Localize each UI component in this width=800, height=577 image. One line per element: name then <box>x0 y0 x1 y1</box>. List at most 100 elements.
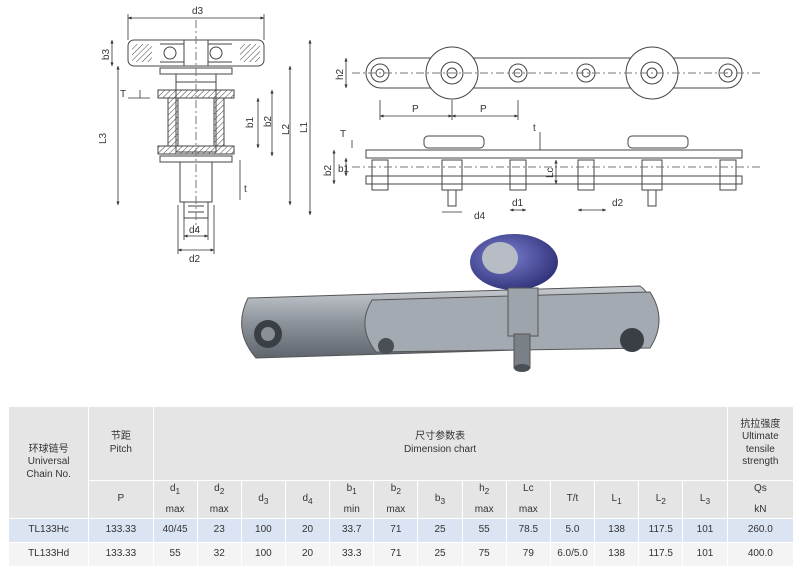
value-cell: 25 <box>417 542 463 567</box>
symbol-text: L <box>655 492 662 504</box>
model-header-cn: 环球链号 <box>28 443 69 455</box>
symbol-text: P <box>117 493 125 505</box>
symbol-text: L <box>611 492 618 504</box>
label-front-T: T <box>340 129 346 140</box>
column-symbol: d4 <box>284 480 331 519</box>
value-cell: 25 <box>417 518 463 543</box>
symbol-subscript: 1 <box>175 485 181 496</box>
symbol-text: b <box>346 482 353 494</box>
model-cell: TL133Hd <box>7 542 90 567</box>
column-symbol: b1 min <box>329 480 375 519</box>
label-b3: b3 <box>101 48 112 60</box>
table-row: TL133Hc 133.33 40/45 23 100 20 33.7 71 2… <box>7 518 795 543</box>
symbol-text: d <box>302 492 308 504</box>
symbol-subscript: 1 <box>352 485 357 496</box>
chain-product-illustration <box>241 234 660 372</box>
label-d3: d3 <box>192 6 204 17</box>
symbol-note: min <box>343 503 360 515</box>
pin-head <box>378 338 394 354</box>
symbol-text: b <box>434 492 441 504</box>
symbol-text: b <box>390 482 397 494</box>
label-pitch-1: P <box>412 104 419 115</box>
label-b1: b1 <box>245 116 256 128</box>
label-front-b1: b1 <box>338 164 350 175</box>
column-symbol: L1 <box>594 480 640 519</box>
column-symbol: L2 <box>638 480 684 519</box>
value-cell: 75 <box>461 542 507 567</box>
symbol-text: Qs <box>753 483 767 494</box>
value-cell: 79 <box>505 542 551 567</box>
value-cell: 71 <box>373 518 419 543</box>
column-symbol: d1 max <box>152 480 198 519</box>
label-d4: d4 <box>189 225 201 236</box>
column-symbol: T/t <box>549 480 596 519</box>
value-cell: 20 <box>284 542 331 567</box>
table-row: TL133Hd 133.33 55 32 100 20 33.3 71 25 7… <box>7 542 795 567</box>
symbol-note: max <box>165 503 185 515</box>
model-header-en1: Universal <box>27 456 70 468</box>
symbol-text: T/t <box>566 493 579 505</box>
symbol-subscript: 3 <box>440 495 446 506</box>
column-symbol: L3 <box>682 480 728 519</box>
pitch-header-cn: 节距 <box>110 431 131 442</box>
label-L1: L1 <box>299 121 310 133</box>
label-front-t: t <box>533 123 536 134</box>
label-front-b2: b2 <box>323 164 334 176</box>
symbol-text: d <box>169 482 176 494</box>
symbol-text: d <box>258 492 264 504</box>
technical-drawings: d3 b3 T L3 b1 b2 L2 L1 t d4 d2 h2 P P <box>98 6 760 372</box>
value-cell: 71 <box>373 542 419 567</box>
symbol-text: d <box>214 482 220 494</box>
value-cell: 100 <box>240 542 286 567</box>
value-cell: 32 <box>196 542 242 567</box>
value-cell: 133.33 <box>88 518 154 543</box>
label-front-d2: d2 <box>612 198 624 209</box>
value-cell: 117.5 <box>638 518 684 543</box>
strength-header-en1: Ultimate <box>741 431 779 442</box>
value-cell: 55 <box>152 542 198 567</box>
label-L3: L3 <box>98 132 109 144</box>
symbol-subscript: 2 <box>219 485 225 496</box>
symbol-subscript: 1 <box>617 495 622 506</box>
front-view-labels: T t b2 b1 Lc d4 d1 d2 <box>323 123 624 222</box>
symbol-subscript: 4 <box>308 495 313 506</box>
strength-header-en3: strength <box>742 456 779 467</box>
label-front-d4: d4 <box>474 211 486 222</box>
value-cell: 100 <box>240 518 286 543</box>
value-cell: 5.0 <box>549 518 596 543</box>
symbol-subscript: 3 <box>705 495 711 506</box>
specification-table: 环球链号 Universal Chain No. 节距 Pitch 尺寸参数表 … <box>7 406 795 567</box>
value-cell: 78.5 <box>505 518 551 543</box>
symbol-note: max <box>518 503 538 515</box>
strength-header-en2: tensile <box>745 443 775 455</box>
label-pitch-2: P <box>480 104 487 115</box>
model-header-en2: Chain No. <box>26 468 71 480</box>
pitch-header: 节距 Pitch <box>88 406 154 481</box>
top-view-drawing <box>352 46 760 100</box>
value-cell: 33.3 <box>329 542 375 567</box>
pitch-header-en: Pitch <box>109 443 132 455</box>
roller-axle <box>507 287 539 337</box>
value-cell: 260.0 <box>726 518 795 543</box>
symbol-subscript: 3 <box>263 495 269 506</box>
label-d2: d2 <box>189 254 201 265</box>
value-cell: 133.33 <box>88 542 154 567</box>
column-symbol: Lc max <box>505 480 551 519</box>
value-cell: 117.5 <box>638 542 684 567</box>
dimension-header: 尺寸参数表 Dimension chart <box>152 406 728 481</box>
guide-pin <box>513 333 531 369</box>
column-symbol: b3 <box>417 480 463 519</box>
symbol-text: L <box>699 492 706 504</box>
model-cell: TL133Hc <box>7 518 90 543</box>
column-symbol: d3 <box>240 480 286 519</box>
front-view-drawing <box>352 135 760 207</box>
symbol-subscript: 2 <box>661 495 666 506</box>
dimension-header-en: Dimension chart <box>403 443 477 455</box>
value-cell: 23 <box>196 518 242 543</box>
value-cell: 400.0 <box>726 542 795 567</box>
symbol-text: Lc <box>523 483 534 494</box>
value-cell: 138 <box>594 542 640 567</box>
label-Lc: Lc <box>545 167 556 178</box>
